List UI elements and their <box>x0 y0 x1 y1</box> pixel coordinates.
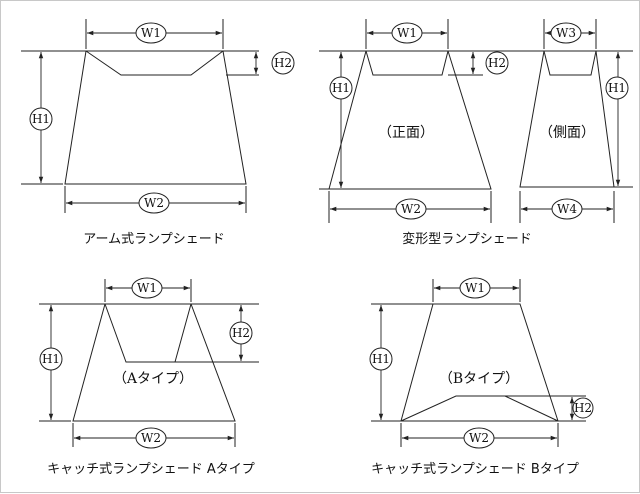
svg-text:W1: W1 <box>141 26 161 40</box>
catch-b-w1-label: W1 <box>459 277 491 299</box>
side-view-label: （側面） <box>539 125 595 141</box>
arm-shade-inner <box>85 50 224 76</box>
front-view-label: （正面） <box>378 125 434 141</box>
svg-text:H1: H1 <box>608 81 626 95</box>
svg-text:H2: H2 <box>274 56 292 70</box>
side-shade-inner <box>543 50 597 76</box>
catch-a-h1-label: H1 <box>39 347 63 371</box>
svg-text:H2: H2 <box>232 326 250 340</box>
arm-w2-label: W2 <box>138 192 170 214</box>
henkei-w2-label: W2 <box>395 198 427 220</box>
catch-b-shade-inner <box>400 395 559 422</box>
henkei-h1-side-label: H1 <box>605 76 629 100</box>
arm-h1-label: H1 <box>29 107 53 131</box>
catch-a-caption: キャッチ式ランプシェード Aタイプ <box>47 462 255 477</box>
svg-text:H2: H2 <box>574 401 592 415</box>
catch-a-shade-outline <box>72 303 236 422</box>
svg-text:W1: W1 <box>397 26 417 40</box>
front-shade-outline <box>328 50 492 190</box>
arm-w1-label: W1 <box>135 22 167 44</box>
arm-shade-outline <box>64 50 247 185</box>
svg-text:W2: W2 <box>144 196 164 210</box>
henkei-caption: 変形型ランプシェード <box>402 231 532 247</box>
catch-b-shade-outline <box>400 303 559 422</box>
henkei-h2-label: H2 <box>485 51 509 75</box>
svg-text:H1: H1 <box>42 352 60 366</box>
svg-text:W2: W2 <box>469 431 489 445</box>
catch-a-shade-inner <box>104 303 192 363</box>
panel-arm: W1 W2 H1 H2 アーム式ランプシェード <box>21 19 295 247</box>
panel-catch-a: W1 W2 H1 H2 （Aタイプ） キャッチ式ランプシェード Aタイプ <box>39 277 259 477</box>
catch-a-w1-label: W1 <box>131 277 163 299</box>
catch-a-w2-label: W2 <box>135 427 167 449</box>
catch-b-caption: キャッチ式ランプシェード Bタイプ <box>371 462 579 477</box>
arm-h2-label: H2 <box>271 51 295 75</box>
svg-text:W1: W1 <box>137 281 157 295</box>
svg-text:W4: W4 <box>557 202 577 216</box>
svg-text:W1: W1 <box>465 281 485 295</box>
henkei-w4-label: W4 <box>551 198 583 220</box>
catch-b-type-label: （Bタイプ） <box>439 371 519 387</box>
catch-a-h2-label: H2 <box>229 321 253 345</box>
svg-text:H1: H1 <box>32 112 50 126</box>
henkei-h1-label: H1 <box>329 76 353 100</box>
panel-henkei: W1 W3 W2 W4 H1 H2 H1 （正面） （側面） 変形型ランプシェー… <box>319 19 633 247</box>
side-shade-outline <box>519 50 615 188</box>
catch-b-h1-label: H1 <box>369 347 393 371</box>
svg-text:H1: H1 <box>372 352 390 366</box>
catch-a-type-label: （Aタイプ） <box>113 371 193 387</box>
henkei-w1-label: W1 <box>391 22 423 44</box>
catch-b-h2-label: H2 <box>572 397 594 419</box>
front-shade-inner <box>365 50 449 76</box>
catch-b-w2-label: W2 <box>463 427 495 449</box>
svg-text:W3: W3 <box>556 26 576 40</box>
svg-text:H2: H2 <box>488 56 506 70</box>
henkei-w3-label: W3 <box>550 22 582 44</box>
arm-caption: アーム式ランプシェード <box>83 232 224 247</box>
svg-text:W2: W2 <box>401 202 421 216</box>
panel-catch-b: W1 W2 H1 H2 （Bタイプ） キャッチ式ランプシェード Bタイプ <box>369 277 594 477</box>
svg-text:W2: W2 <box>141 431 161 445</box>
svg-text:H1: H1 <box>332 81 350 95</box>
